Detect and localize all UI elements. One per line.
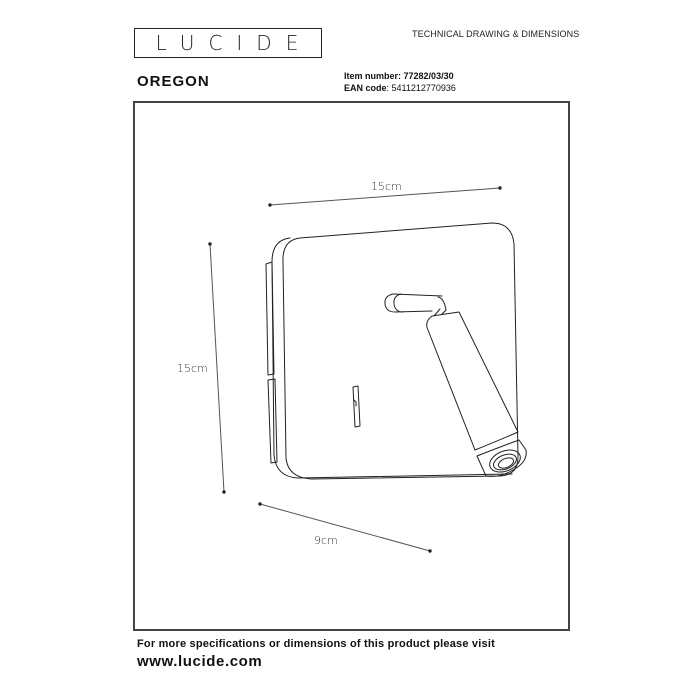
- height-dimension-line: [208, 242, 226, 494]
- width-dimension-line: [268, 186, 502, 207]
- spotlight-tube: [426, 311, 527, 477]
- depth-dimension-line: [258, 502, 432, 553]
- lamp-body-plate: [271, 222, 519, 480]
- footer-note: For more specifications or dimensions of…: [137, 638, 495, 650]
- lucide-logo: LUCIDE: [134, 28, 322, 58]
- item-number-value: 77282/03/30: [403, 71, 454, 81]
- ean-code-label: EAN code: [344, 83, 387, 93]
- ean-code-value: : 5411212770936: [386, 83, 456, 93]
- ean-code-row: EAN code: 5411212770936: [344, 82, 456, 94]
- depth-dimension-label: 9cm: [314, 534, 338, 547]
- height-dimension-label: 15cm: [177, 362, 208, 375]
- mounting-plates: [265, 261, 278, 464]
- product-meta: Item number: 77282/03/30 EAN code: 54112…: [344, 70, 456, 94]
- document-title: TECHNICAL DRAWING & DIMENSIONS: [412, 29, 580, 39]
- website-link[interactable]: www.lucide.com: [137, 653, 263, 670]
- width-dimension-label: 15cm: [371, 180, 402, 193]
- item-number-label: Item number:: [344, 71, 402, 81]
- drawing-frame: [133, 101, 570, 631]
- spotlight-arm: [384, 293, 447, 317]
- logo-text: LUCIDE: [155, 31, 313, 55]
- item-number-row: Item number: 77282/03/30: [344, 70, 456, 82]
- switch-icon: [352, 385, 361, 428]
- product-name: OREGON: [137, 73, 210, 90]
